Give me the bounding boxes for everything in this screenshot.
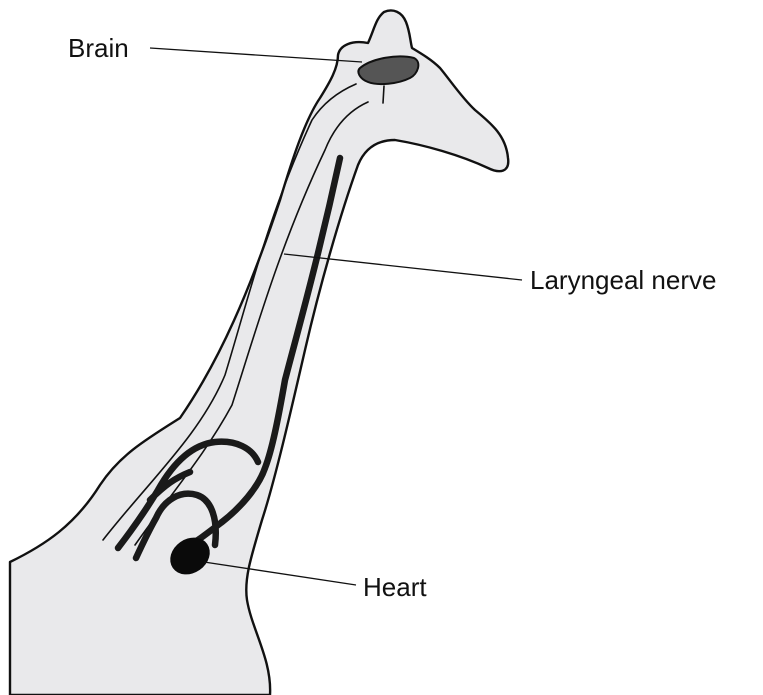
brain-leader-line xyxy=(150,48,362,62)
heart-label: Heart xyxy=(363,572,427,602)
brain-label: Brain xyxy=(68,33,129,63)
brain-stem-line xyxy=(383,86,384,103)
giraffe-body xyxy=(10,10,508,695)
nerve-label: Laryngeal nerve xyxy=(530,265,716,295)
